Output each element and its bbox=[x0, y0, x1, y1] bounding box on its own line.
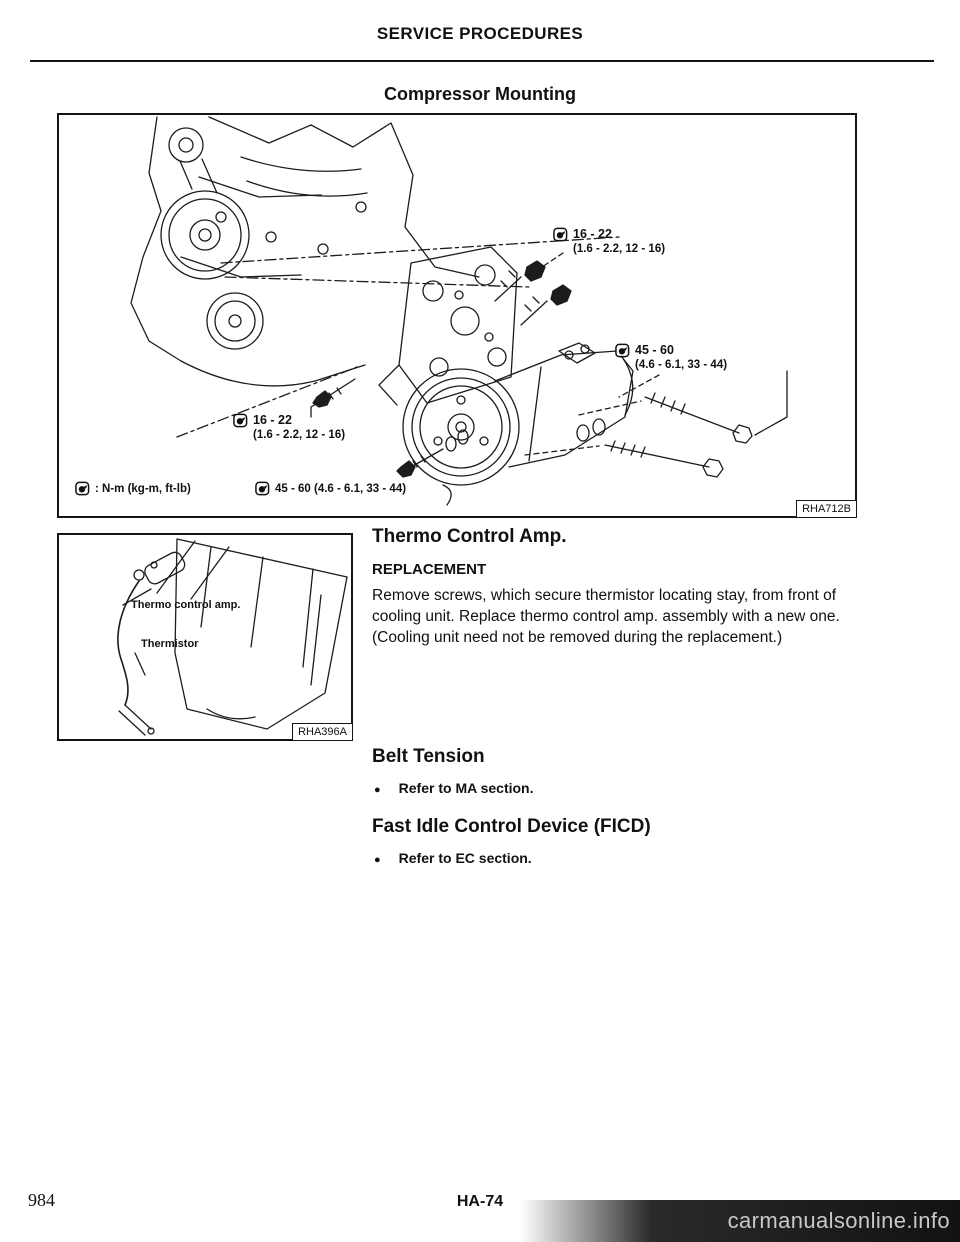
torque-detail: (4.6 - 6.1, 33 - 44) bbox=[635, 359, 728, 371]
torque-icon bbox=[75, 481, 90, 496]
torque-value: 16 - 22 bbox=[253, 413, 292, 427]
page-number: 984 bbox=[28, 1190, 55, 1210]
section-title-ficd: Fast Idle Control Device (FICD) bbox=[372, 816, 651, 837]
compressor-mounting-figure: 16 - 22 (1.6 - 2.2, 12 - 16) 45 - 60 (4.… bbox=[57, 113, 857, 518]
bullet-icon: ● bbox=[374, 854, 381, 866]
watermark-text: carmanualsonline.info bbox=[727, 1208, 950, 1233]
figure-id-main: RHA712B bbox=[796, 500, 857, 518]
torque-icon bbox=[553, 227, 568, 242]
watermark-band: carmanualsonline.info bbox=[520, 1200, 960, 1242]
torque-legend: : N-m (kg-m, ft-lb) bbox=[75, 481, 191, 496]
compressor-illustration bbox=[130, 116, 788, 506]
torque-value: 45 - 60 bbox=[635, 343, 674, 357]
replacement-body: Remove screws, which secure thermistor l… bbox=[372, 587, 840, 646]
torque-value: 16 - 22 bbox=[573, 227, 612, 241]
figure-id-thermo: RHA396A bbox=[292, 723, 353, 741]
torque-callout-3: 16 - 22 (1.6 - 2.2, 12 - 16) bbox=[233, 413, 345, 442]
torque-icon bbox=[615, 343, 630, 358]
bullet-icon: ● bbox=[374, 784, 381, 796]
torque-callout-1: 16 - 22 (1.6 - 2.2, 12 - 16) bbox=[553, 227, 665, 256]
torque-icon bbox=[255, 481, 270, 496]
bottom-torque-label: 45 - 60 (4.6 - 6.1, 33 - 44) bbox=[275, 482, 407, 495]
torque-callout-2: 45 - 60 (4.6 - 6.1, 33 - 44) bbox=[615, 343, 727, 372]
torque-detail: (1.6 - 2.2, 12 - 16) bbox=[253, 429, 346, 441]
label-thermo-control-amp: Thermo control amp. bbox=[131, 599, 241, 611]
section-title-belt-tension: Belt Tension bbox=[372, 746, 485, 767]
torque-detail: (1.6 - 2.2, 12 - 16) bbox=[573, 243, 666, 255]
header-rule bbox=[30, 60, 934, 62]
page-header: SERVICE PROCEDURES bbox=[376, 24, 584, 43]
section-title-thermo-control-amp: Thermo Control Amp. bbox=[372, 526, 567, 547]
bottom-torque-callout: 45 - 60 (4.6 - 6.1, 33 - 44) bbox=[255, 481, 406, 496]
replacement-heading: REPLACEMENT bbox=[372, 561, 487, 578]
thermo-illustration bbox=[117, 538, 348, 736]
page-code: HA-74 bbox=[456, 1193, 504, 1210]
torque-icon bbox=[233, 413, 248, 428]
bullet-ficd: ● Refer to EC section. bbox=[374, 850, 532, 866]
bullet-ficd-label: Refer to EC section. bbox=[398, 850, 532, 866]
label-thermistor: Thermistor bbox=[141, 638, 199, 650]
figure-title: Compressor Mounting bbox=[384, 84, 576, 104]
bullet-belt-tension-label: Refer to MA section. bbox=[398, 780, 534, 796]
bullet-belt-tension: ● Refer to MA section. bbox=[374, 780, 534, 796]
torque-legend-label: : N-m (kg-m, ft-lb) bbox=[95, 482, 191, 495]
thermo-figure: Thermo control amp. Thermistor RHA396A bbox=[57, 533, 353, 741]
